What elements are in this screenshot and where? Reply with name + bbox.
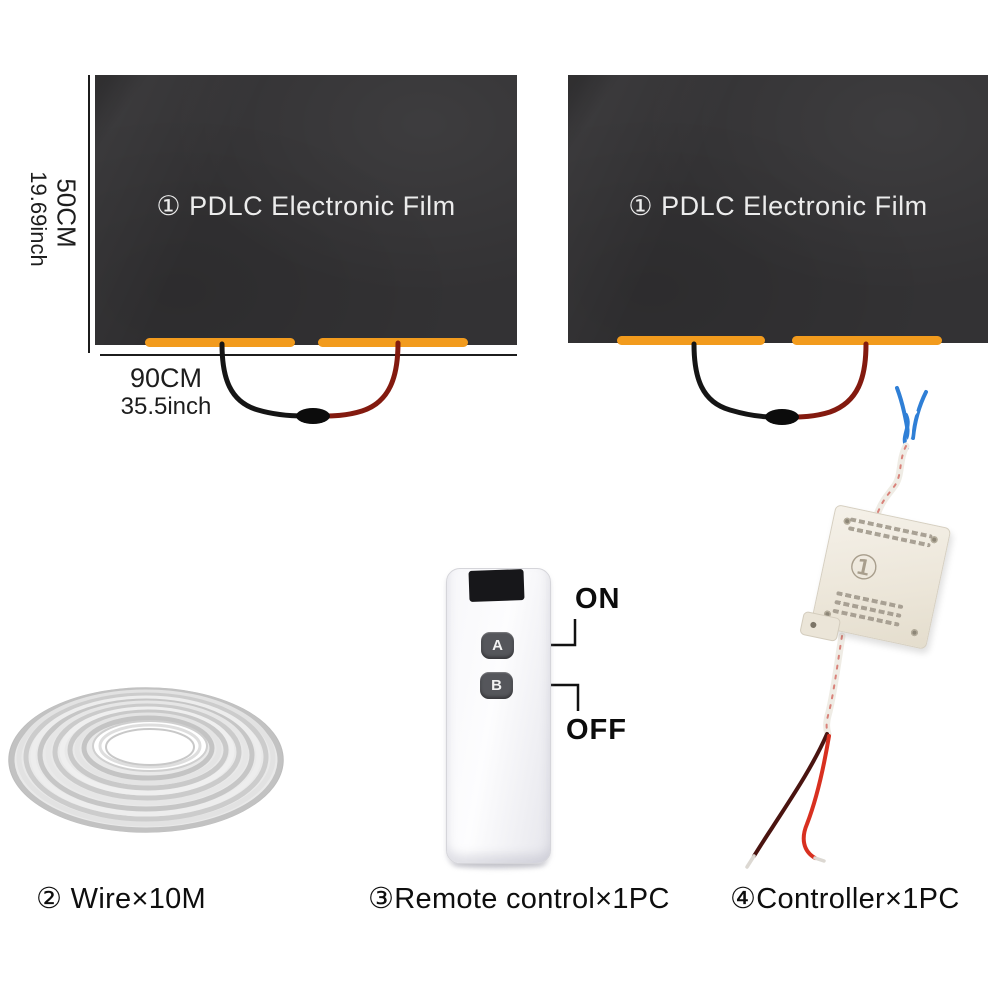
width-label-cm: 90CM <box>129 363 203 393</box>
height-dimension-line <box>88 75 90 353</box>
wire-coil <box>8 687 284 833</box>
remote-button-a: A <box>481 632 514 659</box>
left-film-wires <box>219 340 401 424</box>
caption-wire: ② Wire×10M <box>36 883 207 915</box>
wire-connector-dot <box>296 408 330 424</box>
wire-connector-dot <box>765 409 799 425</box>
pdlc-film-panel-left: ① PDLC Electronic Film <box>95 75 517 347</box>
caption-remote: ③Remote control×1PC <box>368 883 670 915</box>
width-label-inch: 35.5inch <box>120 393 212 420</box>
remote-button-b: B <box>480 672 513 699</box>
pdlc-film-label-right: ① PDLC Electronic Film <box>628 191 928 221</box>
controller-print-bottom <box>831 591 904 632</box>
caption-controller: ④Controller×1PC <box>730 883 960 915</box>
controller-number-badge: ① <box>844 546 883 590</box>
width-dimension-line <box>100 354 517 356</box>
electrode-strip <box>617 336 765 345</box>
electrode-strip <box>318 338 468 347</box>
on-label: ON <box>575 583 621 615</box>
screw-icon <box>910 628 919 637</box>
pdlc-film-label-left: ① PDLC Electronic Film <box>156 191 456 221</box>
right-film-wires <box>691 341 869 425</box>
off-label: OFF <box>566 714 627 746</box>
pdlc-film-panel-right: ① PDLC Electronic Film <box>568 75 988 345</box>
remote-indicator-window <box>468 569 525 602</box>
electrode-strip <box>792 336 942 345</box>
controller-box: ① <box>799 504 952 650</box>
controller-wires <box>745 386 928 869</box>
remote-control: A B <box>446 568 551 864</box>
width-labels: 90CM 35.5inch <box>106 363 226 420</box>
